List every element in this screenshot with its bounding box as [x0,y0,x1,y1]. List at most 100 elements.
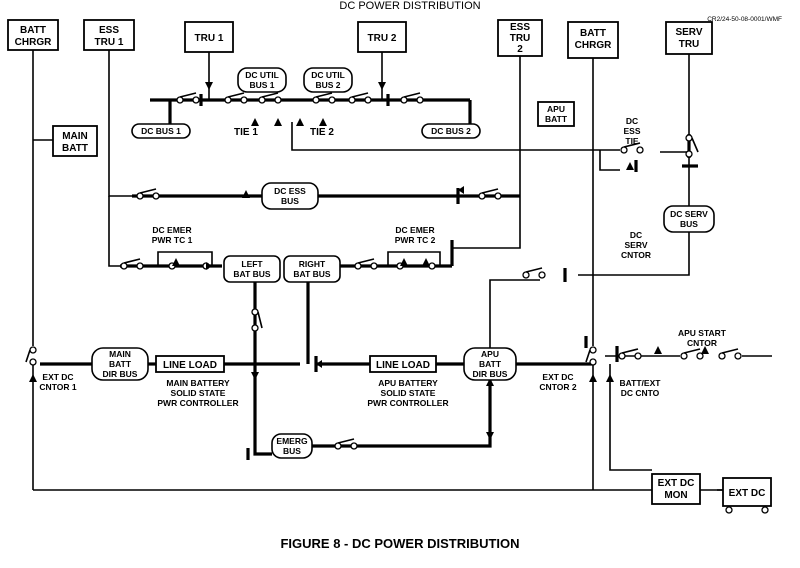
svg-text:BUS 2: BUS 2 [315,80,340,90]
svg-text:RIGHT: RIGHT [299,259,326,269]
svg-text:2: 2 [517,44,523,55]
svg-text:DIR BUS: DIR BUS [473,369,508,379]
svg-text:DC EMER: DC EMER [395,225,434,235]
dc-util-bus2: DC UTIL BUS 2 [303,67,353,93]
svg-text:BUS: BUS [680,219,698,229]
main-batt-dir-bus: MAIN BATT DIR BUS [91,347,149,381]
svg-text:MAIN: MAIN [109,349,131,359]
dc-emer-pwr-tc1-label: DC EMER PWR TC 1 [152,225,193,245]
svg-text:TRU 1: TRU 1 [95,37,124,48]
svg-text:CNTOR 1: CNTOR 1 [39,382,76,392]
svg-text:LEFT: LEFT [241,259,263,269]
figure-caption: FIGURE 8 - DC POWER DISTRIBUTION [280,536,519,551]
dc-serv-bus: DC SERV BUS [663,205,715,233]
svg-text:BATT: BATT [580,28,606,39]
svg-text:ESS: ESS [510,22,530,33]
line-load-left-box: LINE LOAD [155,355,225,373]
drawing-code: CR2/24-50-08-0001/WMF [707,16,782,23]
ess-tru2-box: ESS TRU 2 [497,19,543,57]
svg-text:BATT: BATT [62,143,88,154]
apu-start-cntor-label: APU START CNTOR [678,328,727,348]
svg-text:EXT DC: EXT DC [729,488,766,499]
tie1-label: TIE 1 [234,127,258,138]
ext-dc-cntor2-label: EXT DC CNTOR 2 [539,372,576,392]
ext-dc-box: EXT DC [722,477,772,507]
svg-text:CHRGR: CHRGR [15,37,52,48]
svg-text:APU: APU [481,349,499,359]
svg-text:PWR TC 2: PWR TC 2 [395,235,436,245]
svg-text:APU START: APU START [678,328,727,338]
dc-ess-bus: DC ESS BUS [261,182,319,210]
batt-chrgr-right-box: BATT CHRGR [567,21,619,59]
diagram-title: DC POWER DISTRIBUTION [339,0,480,12]
ext-dc-cntor1-label: EXT DC CNTOR 1 [39,372,76,392]
dc-emer-pwr-tc2-label: DC EMER PWR TC 2 [395,225,436,245]
apu-batt-box: APU BATT [537,101,575,127]
dc-util-bus1: DC UTIL BUS 1 [237,67,287,93]
svg-text:DC: DC [626,116,638,126]
tru1-box: TRU 1 [184,21,234,53]
svg-text:BATT: BATT [109,359,132,369]
thick-wires [40,98,691,456]
svg-text:BUS 1: BUS 1 [249,80,274,90]
line-load-right-box: LINE LOAD [369,355,437,373]
svg-text:MAIN BATTERY: MAIN BATTERY [166,378,230,388]
main-battery-sspc-label: MAIN BATTERY SOLID STATE PWR CONTROLLER [157,378,238,408]
svg-text:BUS: BUS [283,446,301,456]
svg-text:DIR BUS: DIR BUS [103,369,138,379]
svg-text:LINE LOAD: LINE LOAD [163,360,217,371]
svg-text:TRU 2: TRU 2 [368,33,397,44]
svg-text:DC CNTO: DC CNTO [621,388,660,398]
svg-text:MON: MON [664,490,687,501]
svg-text:SERV: SERV [675,27,702,38]
right-bat-bus: RIGHT BAT BUS [283,255,341,283]
svg-text:LINE LOAD: LINE LOAD [376,360,430,371]
svg-text:DC BUS 2: DC BUS 2 [431,126,471,136]
svg-text:PWR CONTROLLER: PWR CONTROLLER [157,398,238,408]
serv-tru-box: SERV TRU [665,21,713,55]
svg-text:DC: DC [630,230,642,240]
batt-chrgr-left-box: BATT CHRGR [7,19,59,51]
left-bat-bus: LEFT BAT BUS [223,255,281,283]
svg-text:TIE: TIE [625,136,639,146]
svg-text:DC ESS: DC ESS [274,186,306,196]
svg-text:BATT/EXT: BATT/EXT [620,378,662,388]
svg-text:BATT: BATT [545,114,568,124]
thin-wires [32,50,772,491]
dc-ess-tie-label: DC ESS TIE [623,116,640,146]
batt-ext-dc-cnto-label: BATT/EXT DC CNTO [620,378,662,398]
svg-text:DC UTIL: DC UTIL [245,70,279,80]
contactors [25,82,769,514]
svg-text:SERV: SERV [625,240,648,250]
svg-text:ESS: ESS [623,126,640,136]
svg-text:BAT BUS: BAT BUS [233,269,270,279]
svg-text:MAIN: MAIN [62,131,88,142]
svg-text:TRU 1: TRU 1 [195,33,224,44]
svg-text:TRU: TRU [679,39,700,50]
tie2-label: TIE 2 [310,127,334,138]
svg-text:BAT BUS: BAT BUS [293,269,330,279]
main-batt-box: MAIN BATT [52,125,98,157]
svg-text:SOLID STATE: SOLID STATE [171,388,226,398]
svg-text:CNTOR: CNTOR [621,250,651,260]
svg-text:CNTOR 2: CNTOR 2 [539,382,576,392]
svg-text:TRU: TRU [510,33,531,44]
apu-batt-dir-bus: APU BATT DIR BUS [463,347,517,381]
svg-text:PWR TC 1: PWR TC 1 [152,235,193,245]
svg-text:DC SERV: DC SERV [670,209,708,219]
tru2-box: TRU 2 [357,21,407,53]
ext-dc-mon-box: EXT DC MON [651,473,701,505]
svg-text:EXT DC: EXT DC [542,372,573,382]
svg-text:SOLID STATE: SOLID STATE [381,388,436,398]
svg-text:DC BUS 1: DC BUS 1 [141,126,181,136]
svg-text:EXT DC: EXT DC [658,478,695,489]
svg-text:DC EMER: DC EMER [152,225,191,235]
dc-bus2: DC BUS 2 [421,123,481,139]
svg-text:APU: APU [547,104,565,114]
ess-tru1-box: ESS TRU 1 [83,19,135,51]
svg-text:PWR CONTROLLER: PWR CONTROLLER [367,398,448,408]
svg-text:DC UTIL: DC UTIL [311,70,345,80]
svg-text:CNTOR: CNTOR [687,338,717,348]
